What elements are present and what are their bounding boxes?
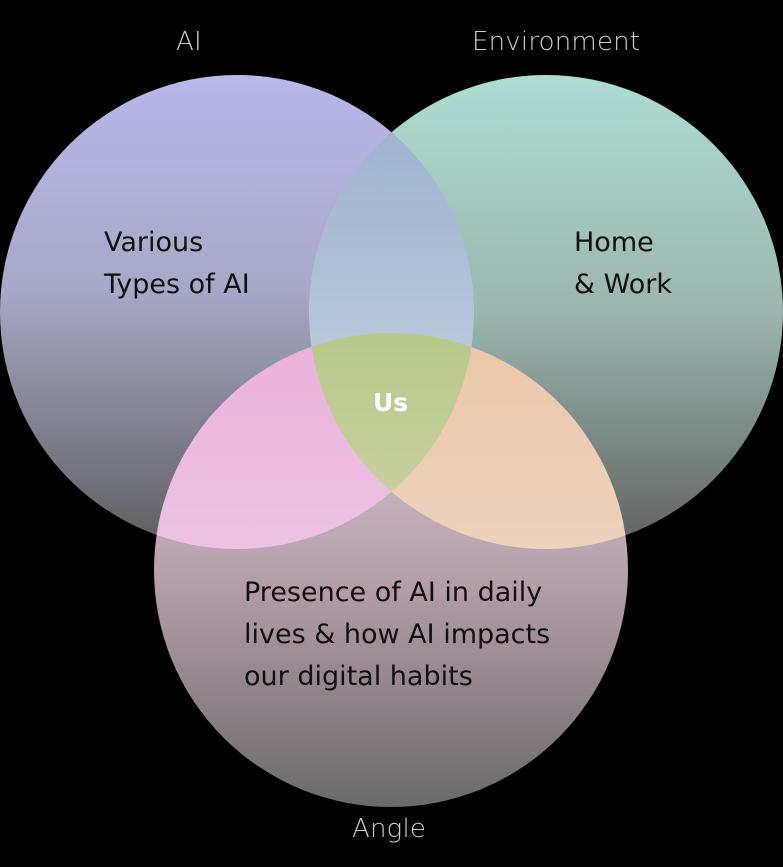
center-label: Us (373, 388, 409, 417)
content-line: our digital habits (244, 661, 473, 692)
content-line: Various (104, 227, 204, 258)
overlap-ai-angle (154, 333, 474, 549)
circle-label-ai: AI (176, 27, 202, 57)
circle-content-ai: Various Types of AI (104, 222, 250, 306)
content-line: Types of AI (104, 269, 250, 300)
circle-label-environment: Environment (472, 27, 641, 57)
content-line: Presence of AI in daily (244, 577, 543, 608)
content-line: lives & how AI impacts (244, 619, 551, 650)
content-line: Home (574, 227, 654, 258)
content-line: & Work (574, 269, 673, 300)
circle-content-environment: Home & Work (574, 222, 672, 306)
overlap-environment-angle (309, 333, 628, 549)
circle-content-angle: Presence of AI in daily lives & how AI i… (244, 572, 550, 698)
circle-label-angle: Angle (352, 814, 427, 844)
